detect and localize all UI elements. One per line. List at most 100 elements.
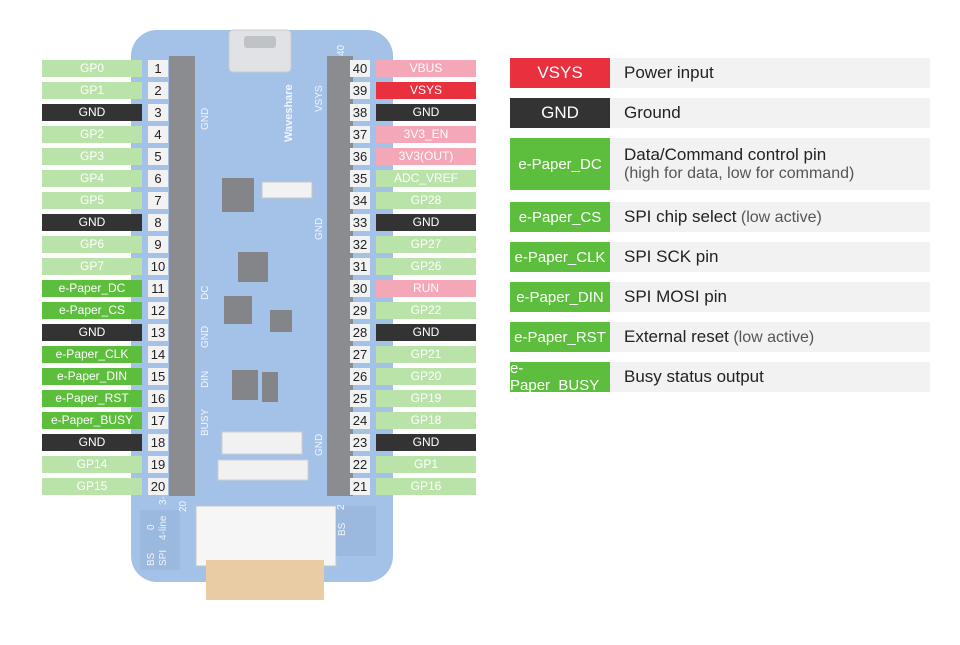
right-pin-number: 30 bbox=[350, 280, 370, 297]
right-pin-number: 27 bbox=[350, 346, 370, 363]
legend-description-text: SPI MOSI pin bbox=[624, 287, 727, 306]
left-header bbox=[169, 56, 195, 496]
right-pin-label: GP16 bbox=[376, 478, 476, 495]
left-pin-label: GND bbox=[42, 214, 142, 231]
legend-row: e-Paper_DIN SPI MOSI pin bbox=[510, 282, 930, 312]
left-pin-label: e-Paper_DIN bbox=[42, 368, 142, 385]
right-pin-label: GND bbox=[376, 324, 476, 341]
right-pin-number: 34 bbox=[350, 192, 370, 209]
right-pin-number: 28 bbox=[350, 324, 370, 341]
right-pin-label: GND bbox=[376, 214, 476, 231]
left-pin-number: 18 bbox=[148, 434, 168, 451]
right-pin-number: 29 bbox=[350, 302, 370, 319]
right-pin-label: VSYS bbox=[376, 82, 476, 99]
left-pin-label: e-Paper_RST bbox=[42, 390, 142, 407]
legend-row: e-Paper_CS SPI chip select (low active) bbox=[510, 202, 930, 232]
legend-description: External reset (low active) bbox=[624, 322, 814, 352]
silkscreen-label: GND bbox=[314, 218, 325, 240]
left-pin-label: GP7 bbox=[42, 258, 142, 275]
right-pin-number: 26 bbox=[350, 368, 370, 385]
right-pin-label: 3V3_EN bbox=[376, 126, 476, 143]
right-pin-number: 40 bbox=[350, 60, 370, 77]
right-pin-label: GP28 bbox=[376, 192, 476, 209]
left-pin-number: 1 bbox=[148, 60, 168, 77]
silkscreen-label: DIN bbox=[200, 371, 211, 388]
left-pin-number: 13 bbox=[148, 324, 168, 341]
right-pin-label: VBUS bbox=[376, 60, 476, 77]
right-pin-label: GP27 bbox=[376, 236, 476, 253]
left-pin-number: 20 bbox=[148, 478, 168, 495]
left-pin-label: GP5 bbox=[42, 192, 142, 209]
left-pin-label: GP2 bbox=[42, 126, 142, 143]
right-pin-label: GP21 bbox=[376, 346, 476, 363]
legend-description: Ground bbox=[624, 98, 681, 128]
left-pin-label: e-Paper_DC bbox=[42, 280, 142, 297]
left-pin-label: GP4 bbox=[42, 170, 142, 187]
legend-description-note: (low active) bbox=[728, 329, 815, 346]
silkscreen-label: BS bbox=[337, 522, 348, 536]
legend-tag: e-Paper_DC bbox=[510, 138, 610, 190]
board-silkscreen: Waveshare GND VSYS GND DC GND DIN BUSY G… bbox=[146, 44, 348, 566]
right-pin-label: GP26 bbox=[376, 258, 476, 275]
left-pin-label: GND bbox=[42, 434, 142, 451]
legend-description: Power input bbox=[624, 58, 714, 88]
silkscreen-label: 40 bbox=[336, 44, 347, 56]
left-pin-label: GP0 bbox=[42, 60, 142, 77]
legend-description-text: Ground bbox=[624, 103, 681, 122]
left-pin-number: 4 bbox=[148, 126, 168, 143]
right-pin-number: 35 bbox=[350, 170, 370, 187]
right-pin-label: 3V3(OUT) bbox=[376, 148, 476, 165]
left-pin-number: 15 bbox=[148, 368, 168, 385]
legend-row: e-Paper_DC Data/Command control pin(high … bbox=[510, 138, 930, 190]
right-pin-label: RUN bbox=[376, 280, 476, 297]
right-pin-number: 23 bbox=[350, 434, 370, 451]
right-pin-label: GP18 bbox=[376, 412, 476, 429]
right-pin-number: 32 bbox=[350, 236, 370, 253]
left-pin-number: 14 bbox=[148, 346, 168, 363]
legend-tag: e-Paper_CLK bbox=[510, 242, 610, 272]
silkscreen-label: BS bbox=[146, 552, 157, 566]
left-pin-label: GP15 bbox=[42, 478, 142, 495]
right-pin-number: 31 bbox=[350, 258, 370, 275]
silkscreen-label: 0 bbox=[146, 524, 157, 530]
right-pin-number: 24 bbox=[350, 412, 370, 429]
legend-tag: e-Paper_DIN bbox=[510, 282, 610, 312]
legend-tag: GND bbox=[510, 98, 610, 128]
right-pin-label: GP1 bbox=[376, 456, 476, 473]
right-pin-number: 39 bbox=[350, 82, 370, 99]
silkscreen-label: SPI bbox=[158, 550, 169, 566]
left-pin-label: GP1 bbox=[42, 82, 142, 99]
legend-description: Busy status output bbox=[624, 362, 764, 392]
legend-description-text: External reset bbox=[624, 327, 729, 346]
silkscreen-label: 4-line bbox=[158, 515, 169, 540]
right-pin-number: 33 bbox=[350, 214, 370, 231]
legend-description: Data/Command control pin(high for data, … bbox=[624, 138, 854, 190]
legend-row: GND Ground bbox=[510, 98, 930, 128]
left-pin-label: GP6 bbox=[42, 236, 142, 253]
legend-description: SPI chip select (low active) bbox=[624, 202, 822, 232]
left-pin-number: 12 bbox=[148, 302, 168, 319]
brand-label: Waveshare bbox=[283, 84, 295, 142]
legend-description-text: Power input bbox=[624, 63, 714, 82]
left-pin-label: e-Paper_CS bbox=[42, 302, 142, 319]
silkscreen-label: 2 bbox=[336, 504, 347, 510]
legend-description: SPI MOSI pin bbox=[624, 282, 727, 312]
legend-description-text: SPI SCK pin bbox=[624, 247, 719, 266]
left-pin-label: GND bbox=[42, 104, 142, 121]
silkscreen-label: BUSY bbox=[200, 408, 211, 436]
left-pin-label: GND bbox=[42, 324, 142, 341]
left-pin-number: 19 bbox=[148, 456, 168, 473]
left-pin-number: 8 bbox=[148, 214, 168, 231]
left-pin-number: 17 bbox=[148, 412, 168, 429]
left-pin-number: 7 bbox=[148, 192, 168, 209]
legend-tag: e-Paper_CS bbox=[510, 202, 610, 232]
left-pin-number: 11 bbox=[148, 280, 168, 297]
legend-description-sub: (high for data, low for command) bbox=[624, 165, 855, 182]
legend-description-text: Busy status output bbox=[624, 367, 764, 386]
left-pin-label: e-Paper_BUSY bbox=[42, 412, 142, 429]
fpc-connector bbox=[195, 505, 337, 567]
ic-chip bbox=[222, 178, 254, 212]
